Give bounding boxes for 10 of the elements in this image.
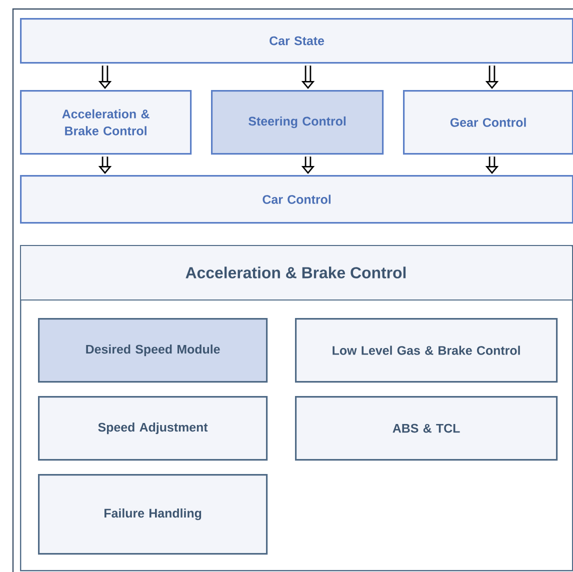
process-box: ABS & TCL (295, 396, 558, 461)
process-box: Acceleration & Brake Control (20, 90, 192, 155)
process-box: Car State (20, 18, 573, 64)
process-box: Low Level Gas & Brake Control (295, 318, 558, 383)
process-box: Steering Control (211, 90, 384, 155)
process-box: Speed Adjustment (38, 396, 268, 461)
process-box: Car Control (20, 175, 573, 224)
process-box: Failure Handling (38, 474, 268, 555)
process-box: Desired Speed Module (38, 318, 268, 383)
process-box: Gear Control (403, 90, 573, 155)
